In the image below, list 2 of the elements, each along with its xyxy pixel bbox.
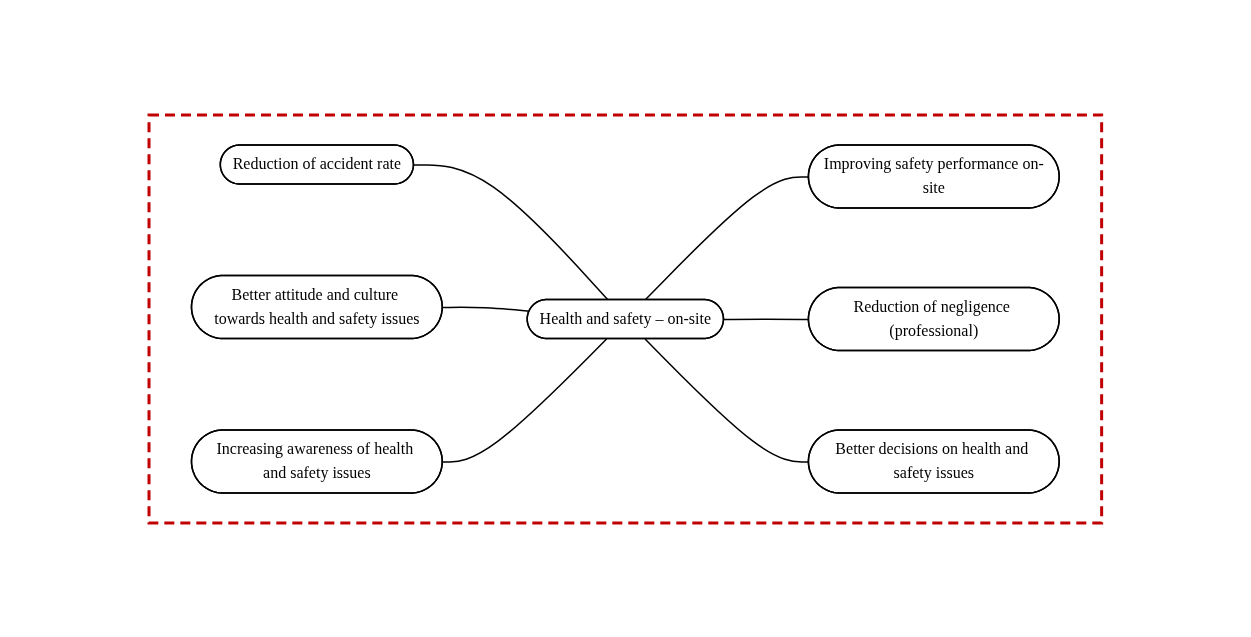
cluster [147, 113, 1104, 524]
connector [442, 337, 608, 463]
